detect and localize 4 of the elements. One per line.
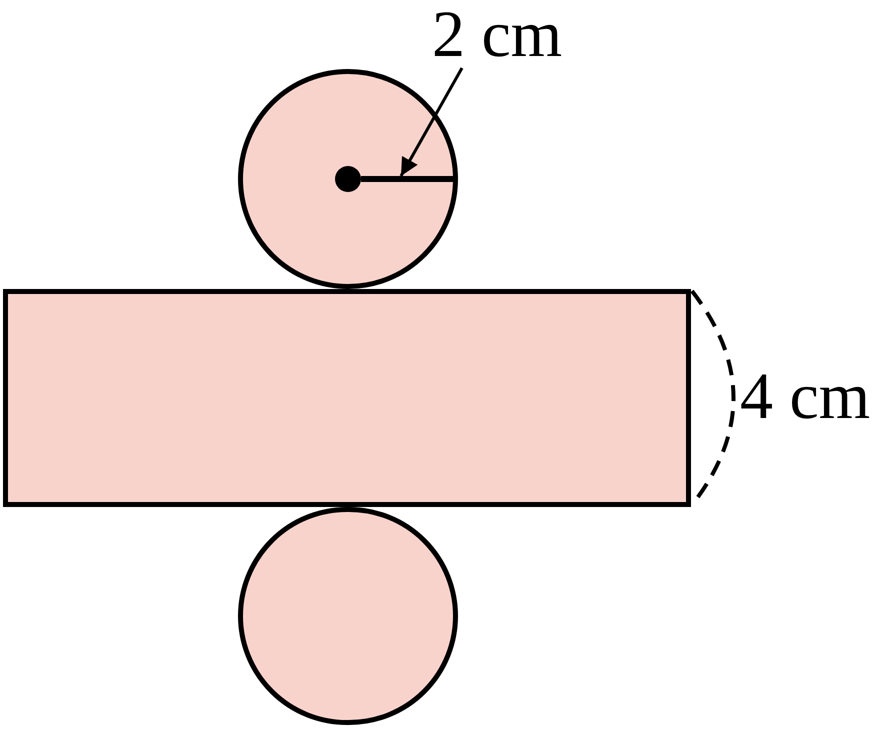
dimension-label: 4 cm xyxy=(740,364,870,430)
leader-arrow xyxy=(400,67,464,177)
rectangle-shape xyxy=(3,289,691,507)
dimension-label: 2 cm xyxy=(432,2,632,68)
